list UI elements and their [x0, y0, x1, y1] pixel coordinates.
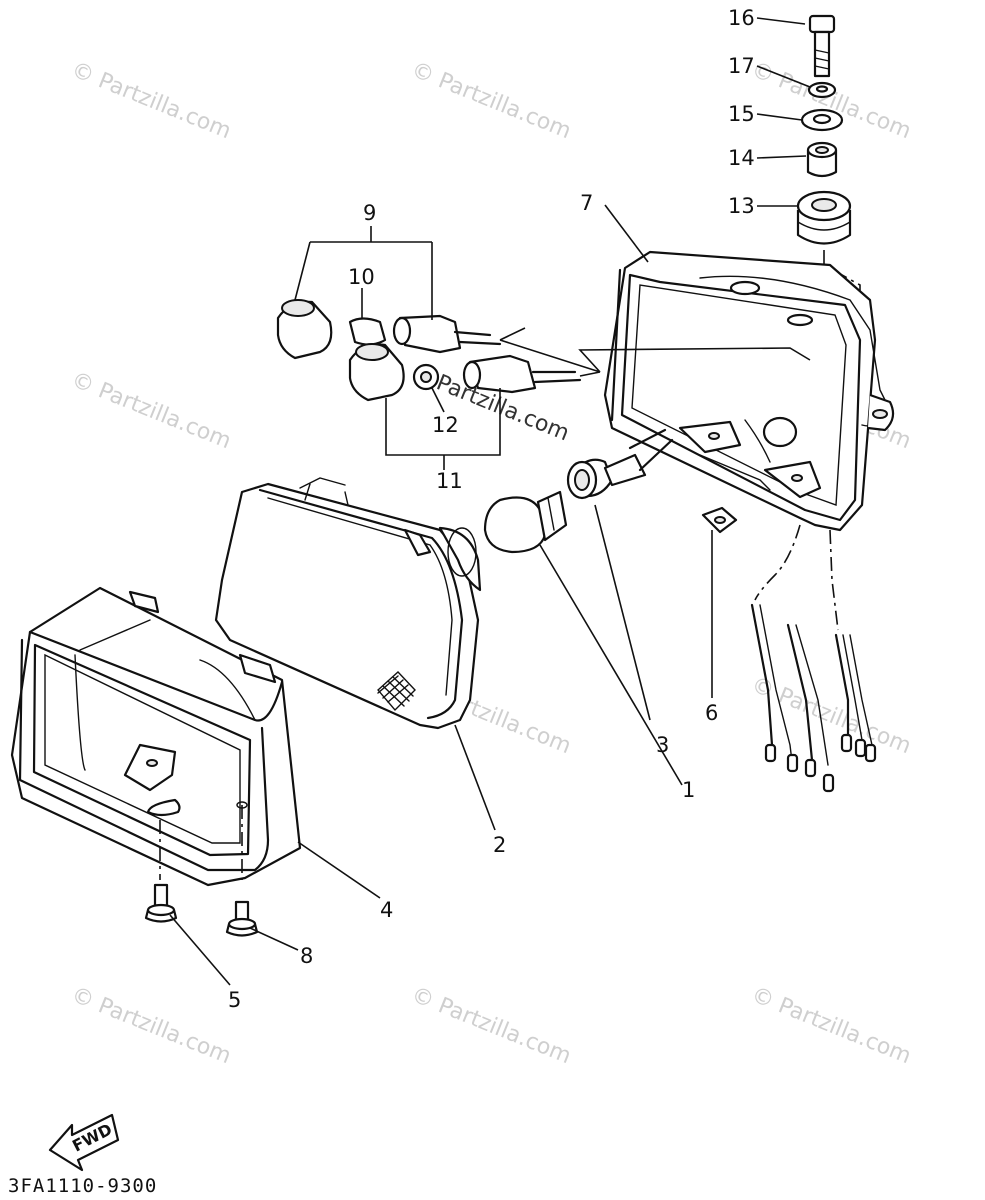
watermark: © Partzilla.com	[748, 982, 915, 1069]
watermark: © Partzilla.com	[748, 57, 915, 144]
part-label-15: 15	[728, 102, 755, 126]
watermark: © Partzilla.com	[68, 367, 235, 454]
part-label-14: 14	[728, 146, 755, 170]
part-label-6: 6	[705, 701, 718, 725]
lens-pattern	[377, 671, 416, 712]
part-label-7: 7	[580, 191, 593, 215]
part-6-clip-nut	[701, 506, 738, 534]
part-14-collar	[806, 141, 838, 178]
forward-direction-arrow: FWD	[48, 1113, 120, 1172]
leader-lines	[169, 17, 811, 986]
part-7-headlight-case	[603, 250, 895, 532]
part-1-bulb	[483, 490, 568, 554]
part-13-grommet	[796, 190, 852, 245]
watermark: © Partzilla.com	[68, 57, 235, 144]
part-label-10: 10	[348, 265, 375, 289]
part-16-bolt	[808, 14, 836, 78]
part-2-sealed-beam	[214, 477, 482, 730]
part-label-11: 11	[436, 469, 463, 493]
part-label-8: 8	[300, 944, 313, 968]
part-11-12-socket-lower	[348, 343, 582, 402]
part-label-9: 9	[363, 201, 376, 225]
part-number-labels: 16 17 15 14 13 7 9 10 12 11 6 3 1 2 4 8 …	[228, 6, 755, 1012]
part-15-washer	[800, 108, 844, 132]
part-3-bulb-socket	[566, 428, 674, 500]
part-label-1: 1	[682, 778, 695, 802]
watermark-layer: © Partzilla.com © Partzilla.com © Partzi…	[68, 57, 915, 1069]
part-label-2: 2	[493, 833, 506, 857]
watermark: © Partzilla.com	[68, 982, 235, 1069]
part-label-3: 3	[656, 733, 669, 757]
part-label-16: 16	[728, 6, 755, 30]
part-label-12: 12	[432, 413, 459, 437]
watermark: © Partzilla.com	[408, 57, 575, 144]
part-label-5: 5	[228, 988, 241, 1012]
part-label-17: 17	[728, 54, 755, 78]
part-9-10-socket-upper	[276, 299, 502, 360]
part-5-screw	[144, 883, 178, 923]
part-17-lock-washer	[807, 81, 837, 99]
watermark: © Partzilla.com	[408, 982, 575, 1069]
part-8-screw	[225, 900, 259, 937]
part-4-headlight-rim	[10, 586, 302, 887]
drawing-code: 3FA1110-9300	[8, 1175, 157, 1197]
part-label-4: 4	[380, 898, 393, 922]
wire-lead	[499, 327, 811, 377]
part-label-13: 13	[728, 194, 755, 218]
wiring-harness	[750, 524, 877, 793]
